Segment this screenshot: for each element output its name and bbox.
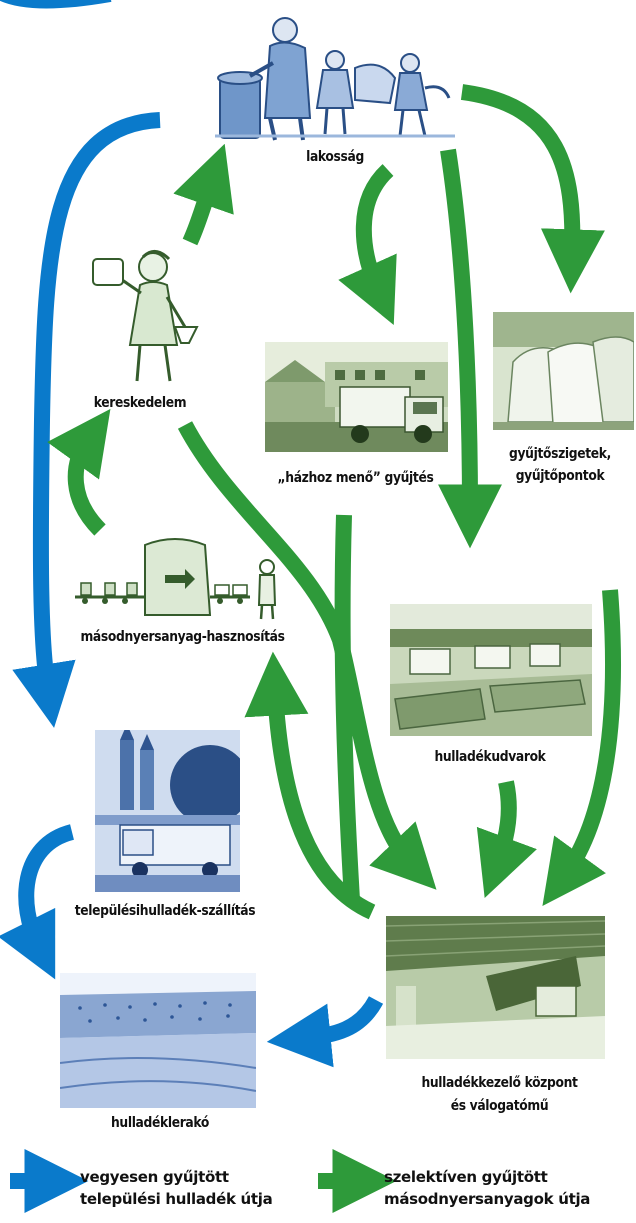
landfill-photo <box>60 973 256 1108</box>
waste-truck-church-photo <box>95 730 240 892</box>
label-lakossag: lakosság <box>306 149 364 165</box>
green-arrow-hulladekudvarok-to-kozpont <box>476 780 537 899</box>
green-arrow-kozpont-to-masodnyersanyag <box>244 651 376 920</box>
green-arrow-gyujtoszigetek-to-kozpont <box>542 589 621 907</box>
blue-arrow-top-remnant <box>0 0 112 9</box>
label-hazhoz-meno-gyujtes: „házhoz menő” gyűjtés <box>277 470 434 486</box>
green-arrow-lakossag-to-gyujtoszigetek <box>460 84 605 294</box>
label-hulladeklerako: hulladéklerakó <box>110 1115 210 1131</box>
label-masodnyersanyag-hasznositas: másodnyersanyag-hasznosítás <box>80 629 285 645</box>
green-arrow-masodnyersanyag-to-kereskedelem <box>47 408 111 536</box>
collection-containers-photo <box>493 312 634 430</box>
legend-green-line-2: másodnyersanyagok útja <box>384 1190 591 1208</box>
green-arrow-hazhoz-to-kozpont <box>334 514 360 901</box>
recycling-factory-illustration <box>75 535 280 620</box>
label-telepulesihulladek-szallitas: településihulladék-szállítás <box>74 903 256 919</box>
label-hulladekkezelo-kozpont: hulladékkezelő központ <box>421 1075 578 1091</box>
green-arrow-lakossag-to-hulladekudvarok <box>437 148 502 549</box>
green-arrow-lakossag-to-hazhoz <box>338 164 397 326</box>
label-es-valogatomu: és válogatómű <box>450 1098 549 1114</box>
label-gyujtoszigetek: gyűjtőszigetek, <box>509 446 611 462</box>
family-with-trash-bin-illustration <box>215 8 455 143</box>
blue-arrow-lakossag-to-szallitas <box>12 112 161 728</box>
green-arrow-kereskedelem-to-lakossag <box>173 143 234 246</box>
garbage-truck-street-photo <box>265 342 448 452</box>
label-hulladekudvarok: hulladékudvarok <box>434 749 546 765</box>
label-kereskedelem: kereskedelem <box>93 395 187 411</box>
legend-blue-line-1: vegyesen gyűjtött <box>80 1168 229 1186</box>
legend-blue-line-2: települési hulladék útja <box>80 1190 273 1208</box>
blue-arrow-kozpont-to-lerako <box>266 995 384 1068</box>
label-gyujtopontok: gyűjtőpontok <box>515 468 605 484</box>
legend-green-line-1: szelektíven gyűjtött <box>384 1168 548 1186</box>
woman-shopper-illustration <box>85 245 205 385</box>
waste-yard-photo <box>390 604 592 736</box>
blue-arrow-szallitas-to-lerako <box>0 824 75 980</box>
waste-processing-center-photo <box>386 916 605 1059</box>
